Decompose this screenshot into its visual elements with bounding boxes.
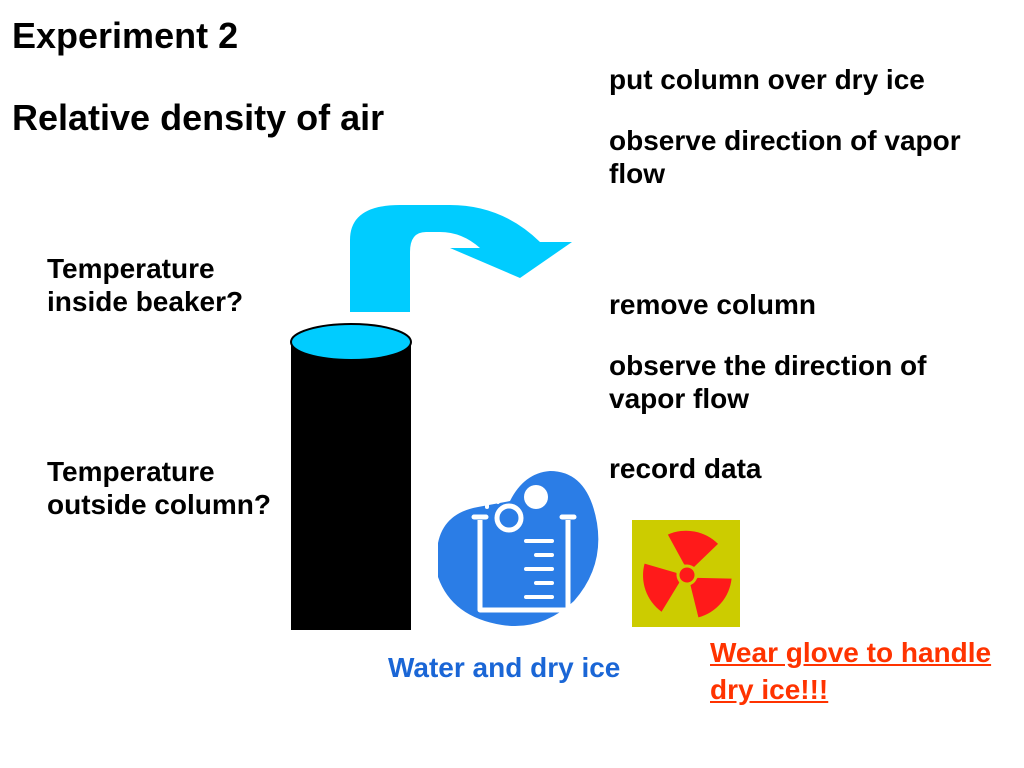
slide-subtitle: Relative density of air [12,97,385,138]
question-inside-temperature: Temperature inside beaker? [47,253,244,317]
radiation-hazard-icon [632,520,740,627]
curved-arrow-icon [340,200,590,320]
warning-text: Wear glove to handle dry ice!!! [710,637,992,705]
question-outside-temperature: Temperature outside column? [47,456,271,520]
step-observe-flow-1: observe direction of vapor flow [609,125,961,189]
slide-title: Experiment 2 [12,15,239,56]
column-cylinder [286,318,416,634]
step-observe-flow-2: observe the direction of vapor flow [609,350,927,414]
beaker-caption: Water and dry ice [388,652,621,683]
step-remove-column: remove column [609,289,816,320]
beaker-icon [430,465,605,635]
step-put-column: put column over dry ice [609,64,925,95]
step-record-data: record data [609,453,762,484]
